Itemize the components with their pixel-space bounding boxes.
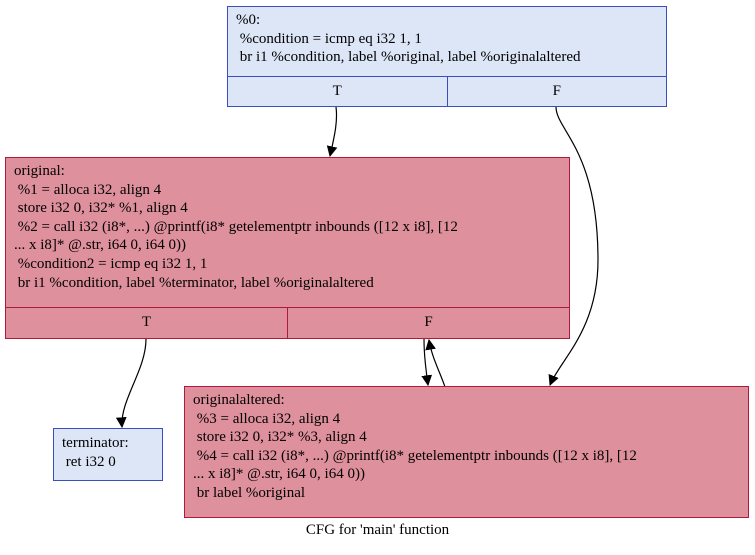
node-original-ports: T F (6, 307, 569, 338)
node-originalaltered-line-5: br label %original (193, 484, 306, 501)
node-originalaltered-body: originalaltered: %3 = alloca i32, align … (185, 387, 748, 503)
node-originalaltered: originalaltered: %3 = alloca i32, align … (184, 386, 749, 518)
node-original: original: %1 = alloca i32, align 4 store… (5, 157, 570, 339)
node-terminator-line-1: ret i32 0 (62, 453, 116, 470)
node-original-line-1: %1 = alloca i32, align 4 (14, 181, 162, 198)
edge-entry-false-to-originalaltered (548, 106, 599, 387)
node-originalaltered-line-3: %4 = call i32 (i8*, ...) @printf(i8* get… (193, 447, 637, 464)
node-original-line-2: store i32 0, i32* %1, align 4 (14, 200, 188, 217)
node-original-line-6: br i1 %condition, label %terminator, lab… (14, 274, 374, 291)
node-original-body: original: %1 = alloca i32, align 4 store… (6, 158, 569, 292)
node-original-label: original: (14, 163, 65, 179)
port-entry-true: T (332, 83, 342, 99)
node-terminator-body: terminator: ret i32 0 (54, 429, 162, 471)
node-originalaltered-label: originalaltered: (193, 392, 285, 408)
node-entry-ports: T F (228, 76, 666, 106)
port-original-true: T (141, 314, 152, 330)
graph-caption: CFG for 'main' function (305, 522, 450, 538)
node-entry-line-1: %condition = icmp eq i32 1, 1 (236, 30, 422, 47)
node-entry: %0: %condition = icmp eq i32 1, 1 br i1 … (227, 6, 667, 107)
node-original-line-4: ... x i8]* @.str, i64 0, i64 0)) (14, 237, 186, 254)
port-entry-false: F (446, 77, 667, 106)
node-terminator-label: terminator: (62, 435, 129, 451)
edge-original-true-to-terminator (115, 338, 147, 429)
edge-entry-true-to-original (326, 106, 338, 158)
node-original-line-3: %2 = call i32 (i8*, ...) @printf(i8* get… (14, 218, 458, 235)
node-originalaltered-line-2: store i32 0, i32* %3, align 4 (193, 429, 367, 446)
node-entry-body: %0: %condition = icmp eq i32 1, 1 br i1 … (228, 7, 666, 67)
node-entry-line-2: br i1 %condition, label %original, label… (236, 49, 581, 66)
node-originalaltered-line-4: ... x i8]* @.str, i64 0, i64 0)) (193, 466, 365, 483)
node-terminator: terminator: ret i32 0 (53, 428, 163, 481)
node-originalaltered-line-1: %3 = alloca i32, align 4 (193, 410, 341, 427)
port-original-false: F (287, 308, 569, 338)
edge-original-false-to-originalaltered (421, 338, 433, 387)
node-original-line-5: %condition2 = icmp eq i32 1, 1 (14, 255, 208, 272)
node-entry-label: %0: (236, 12, 261, 28)
edge-originalaltered-to-original-false (425, 338, 446, 388)
